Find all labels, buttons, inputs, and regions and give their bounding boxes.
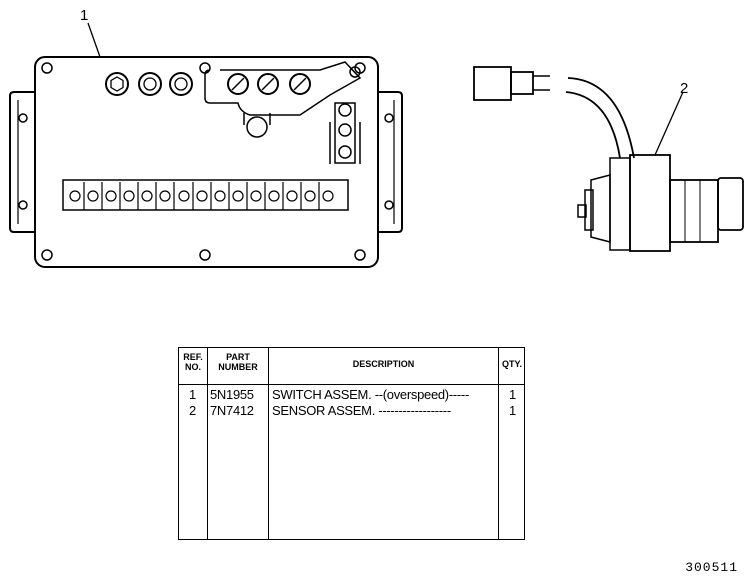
row-1-qty: 1	[509, 387, 516, 402]
column-divider	[207, 348, 208, 539]
column-divider	[498, 348, 499, 539]
row-2-part-number: 7N7412	[210, 403, 254, 418]
row-2-qty: 1	[509, 403, 516, 418]
row-2-ref: 2	[189, 403, 196, 418]
parts-table: REF. NO. PART NUMBER DESCRIPTION QTY. 1 …	[178, 347, 525, 540]
row-1-part-number: 5N1955	[210, 387, 254, 402]
sensor-assembly-drawing	[473, 66, 744, 252]
header-description: DESCRIPTION	[352, 359, 415, 369]
drawing-number: 300511	[685, 560, 738, 575]
callout-1: 1	[80, 7, 88, 24]
switch-assembly-drawing	[9, 22, 403, 268]
row-2-description: SENSOR ASSEM. ------------------	[272, 403, 451, 418]
row-1-description: SWITCH ASSEM. --(overspeed)-----	[272, 387, 469, 402]
header-qty: QTY.	[501, 359, 522, 369]
header-divider	[179, 384, 524, 385]
row-1-ref: 1	[189, 387, 196, 402]
callout-2: 2	[680, 80, 688, 97]
column-divider	[268, 348, 269, 539]
header-ref-no: REF. NO.	[183, 352, 203, 372]
header-part-number: PART NUMBER	[218, 352, 258, 372]
